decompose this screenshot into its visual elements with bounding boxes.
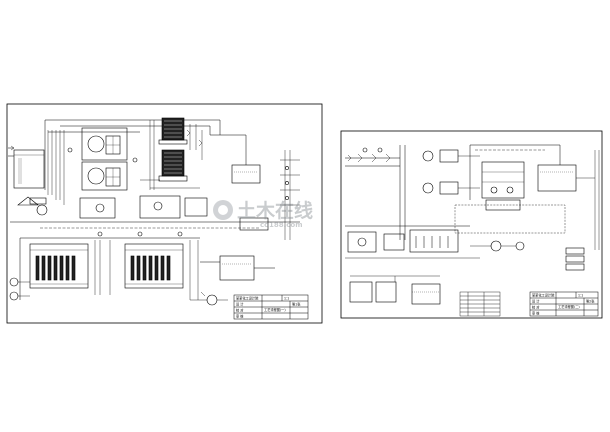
bottom-tanks [349, 281, 441, 305]
title-block-left [233, 294, 309, 320]
title-block-left-sheet-no: 第1张 [292, 302, 301, 307]
title-block-right-company: 某某化工设计院 [532, 293, 555, 298]
title-block-left-row-1: 设 计 [236, 302, 244, 307]
watermark-logo [213, 200, 233, 220]
blower-left [17, 196, 48, 216]
feed-tank [13, 149, 45, 189]
storage-tank-right [231, 164, 261, 184]
exchanger-upper [422, 149, 480, 163]
reactor-cluster-right [481, 161, 525, 211]
equipment-table [459, 291, 501, 317]
title-block-right-row-1: 设 计 [532, 299, 540, 304]
reactor-upper [81, 127, 128, 161]
title-block-left-scale: 1:1 [284, 297, 289, 301]
clean-tank [219, 255, 255, 281]
title-block-right-sheet-no: 第2张 [586, 299, 595, 304]
sheet-left [6, 103, 323, 324]
product-tank [537, 164, 577, 192]
exchanger-lower [422, 181, 480, 195]
membrane-rack-left [29, 243, 89, 289]
reactor-lower [81, 161, 128, 191]
filter-stack-upper [158, 117, 188, 145]
watermark-sub: co188.com [260, 221, 302, 229]
sheet-left-border [6, 103, 323, 324]
sheet-right-border [340, 130, 603, 319]
title-block-left-drawing-name: 工艺流程图(一) [264, 307, 286, 312]
title-block-right [529, 291, 599, 317]
filter-stack-lower [158, 149, 188, 182]
mid-equipment [79, 195, 269, 231]
lower-equipment-right [347, 229, 459, 253]
title-block-right-row-3: 审 核 [532, 311, 540, 316]
title-block-right-scale: 1:1 [578, 294, 583, 298]
sheet-right [340, 130, 603, 319]
title-block-left-row-2: 校 对 [236, 308, 244, 313]
watermark: 土木在线 co188.com [213, 199, 313, 229]
title-block-right-row-2: 校 对 [532, 305, 540, 310]
watermark-brand: 土木在线 [237, 199, 313, 222]
title-block-left-row-3: 审 核 [236, 314, 244, 319]
title-block-left-company: 某某化工设计院 [236, 296, 259, 301]
title-block-right-drawing-name: 工艺流程图(二) [558, 304, 580, 309]
membrane-rack-right [124, 243, 184, 289]
